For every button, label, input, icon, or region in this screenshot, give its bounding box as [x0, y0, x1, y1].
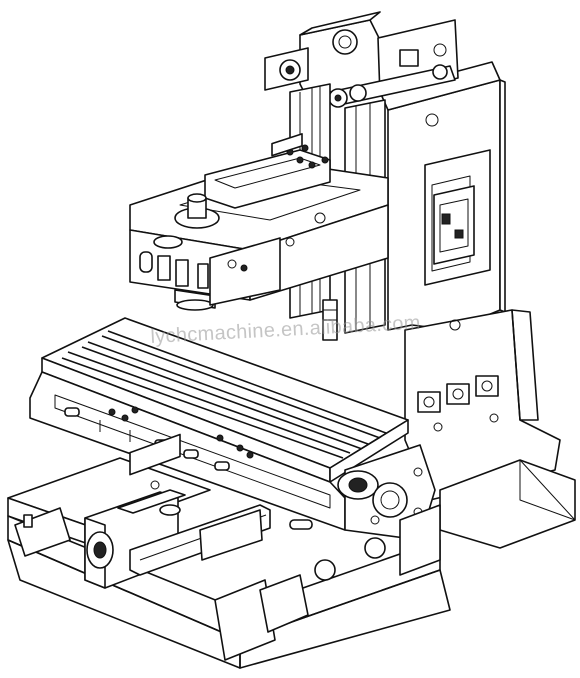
column-control-box — [434, 186, 474, 264]
work-table — [42, 318, 408, 482]
machine-base — [8, 458, 575, 668]
column — [380, 62, 560, 500]
spindle-head — [130, 134, 388, 310]
y-axis-drive — [85, 434, 270, 588]
column-port-2 — [447, 384, 469, 404]
column-port-1 — [418, 392, 440, 412]
column-port-3 — [476, 376, 498, 396]
